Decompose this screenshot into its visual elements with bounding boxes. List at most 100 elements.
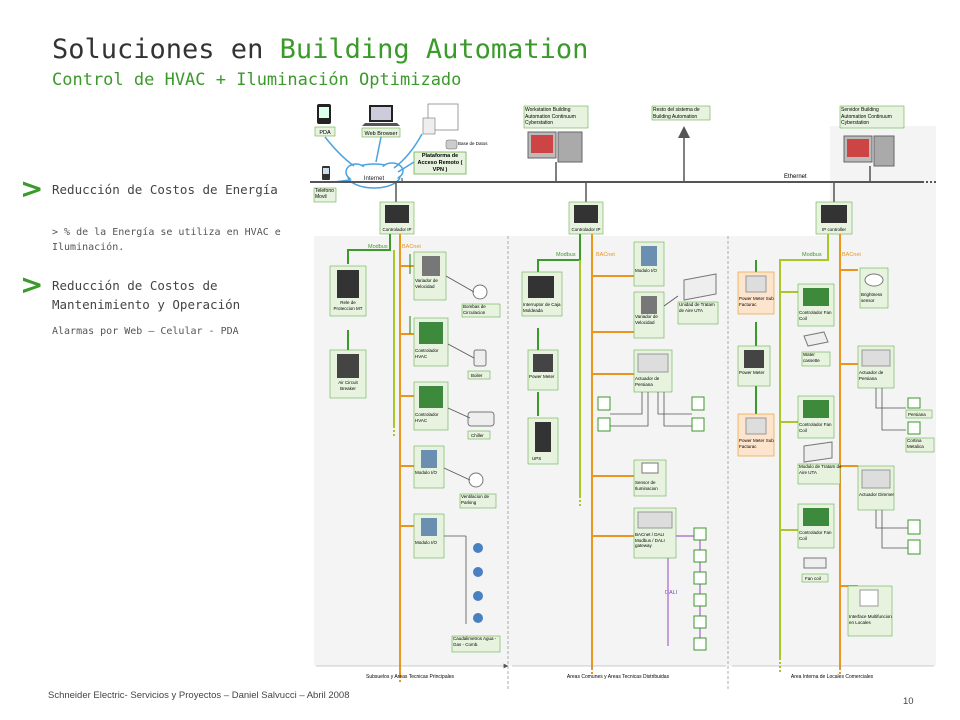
rele-proteccion: Rele de Proteccion MT [329,265,367,317]
brightness-label: Brightness sensor [861,292,883,303]
cortina-metalica: Cortina Metalica [905,421,935,453]
cortina-label: Cortina Metalica [907,438,924,449]
modulo-io-2: Modulo I/O [413,513,445,559]
controller-ip-right: IP controller [815,182,853,235]
controller-label: Controlador IP [382,227,411,232]
uta-label: Unidad de Tratam de Aire UTA [679,302,715,313]
bacnet-label: BACnet [402,244,421,250]
slide-title: Soluciones en Building Automation [52,34,588,65]
actuador-persiana-col3: Actuador de Persiana [857,345,906,431]
bombas-label: Bombas de Circulacion [463,304,486,315]
col1-bus [347,234,414,684]
web-browser-laptop: Web Browser [361,105,401,138]
caudalimetros: Caudalimetros Agua - Gas - Comb. [444,535,501,653]
vpn-platform: Plataforma de Acceso Remoto ( VPN ) [413,151,467,175]
power-meter-sub-1: Power Meter Sub Facturac [737,271,775,315]
ups: UPS [527,417,559,465]
interface-multifuncion: Interface Multifuncion en Locales [847,585,893,637]
uta-col3-label: Modulo de Tratam de Aire UTA [799,464,842,475]
water-cassette: Water cassette [801,331,831,367]
actuador-label: Actuador de Persiana [635,376,660,387]
act-persiana-label: Actuador de Persiana [859,370,884,381]
modulo-io-col2: Modulo I/O [633,241,665,287]
page-number: 10 [903,696,914,707]
bullet-subtext: > % de la Energía se utiliza en HVAC e I… [52,227,281,253]
mobile-phone: Telefono Movil [313,166,337,203]
database-label: Base de Datos [458,141,488,146]
controlador-fancoil-1: Controlador Fan Coil [797,283,835,327]
ventilacion-label: Ventilacion de Parking [461,494,490,505]
controlador-hvac-1: Controlador HVAC [413,317,449,367]
rest-of-system: Resto del sistema de Building Automation [651,105,711,182]
vpn-platform-label: Plataforma de Acceso Remoto ( VPN ) [417,153,463,173]
breaker-label: Air Circuit Breaker [338,380,358,391]
fancoil-label: Controlador Fan Coil [799,530,832,541]
pm-sub-label: Power Meter Sub Facturac [739,438,774,449]
title-highlight: Building Automation [279,34,589,65]
ethernet-label: Ethernet [784,174,807,180]
controlador-fancoil-3: Controlador Fan Coil [797,503,835,549]
hvac-label: Controlador HVAC [415,412,439,423]
persiana: Persiana [905,397,933,419]
brightness-sensor: Brightness sensor [859,267,889,309]
bullet-heading: Reducción de Costos de Mantenimiento y O… [52,278,241,312]
controller-ip-middle: Controlador IP [568,182,604,235]
workstation-label: Workstation Building Automation Continuu… [525,107,576,126]
variador-label: Variador de Velocidad [415,278,438,289]
interruptor-label: Interruptor de Caja Moldeada [523,302,561,313]
controlador-fancoil-2: Controlador Fan Coil [797,395,835,439]
fancoil-label: Controlador Fan Coil [799,422,832,433]
interface-label: Interface Multifuncion en Locales [849,614,892,625]
controlador-hvac-2: Controlador HVAC [413,381,449,431]
phone-label: Telefono Movil [315,188,334,200]
gateway-label: BACnet / DALI Modbus / DALI gateway [635,532,665,548]
chevron-right-icon: > [20,172,44,205]
boiler-label: Boiler [471,373,483,378]
variador-label: Variador de Velocidad [635,314,658,325]
persiana-label: Persiana [908,412,926,417]
server-label: Servidor Building Automation Continuum C… [841,107,892,126]
pm-label: Power Meter [739,370,765,375]
web-browser-label: Web Browser [365,131,398,137]
dimmer-label: Actuador Dimmer [859,492,895,497]
pda-device: PDA [314,104,336,137]
bullet-subtext: Alarmas por Web – Celular - PDA [52,326,239,337]
area-label: Areas Comunes y Areas Tecnicas Distribui… [567,674,670,680]
modbus-label: Modbus [802,252,822,258]
modulo-label: Modulo I/O [635,268,658,273]
rele-label: Rele de Proteccion MT [333,300,363,311]
variador-velocidad-col1: Variador de Velocidad [413,251,447,301]
air-circuit-breaker: Air Circuit Breaker [329,349,367,399]
col2-bus [537,234,701,676]
chiller-label: Chiller [471,433,484,438]
dali-label: DALI [665,590,678,596]
boiler: Boiler [447,343,491,380]
database-label-text: Base de Datos [458,141,488,146]
unidad-uta: Unidad de Tratam de Aire UTA [663,273,719,325]
bullet-heading: Reducción de Costos de Energía [52,182,278,197]
slide-subtitle: Control de HVAC + Iluminación Optimizado [52,70,462,90]
fan-coil-label: Fan coil [805,576,821,581]
persiana-icons-col2 [597,396,705,432]
area-label: Area Interna de Locales Comerciales [791,674,874,680]
bacnet-label: BACnet [596,252,615,258]
sensor-iluminacion: Sensor de Iluminacion [633,459,667,497]
actuador-persiana-col2: Actuador de Persiana [610,349,692,427]
chiller: Chiller [447,407,495,440]
variador-velocidad-col2: Variador de Velocidad [633,291,665,339]
controller-label: Controlador IP [571,227,600,232]
modulo-io-1: Modulo I/O [413,445,445,489]
actuador-dimmer: Actuador Dimmer [857,465,908,549]
water-label: Water cassette [803,352,820,363]
modulo-label: Modulo I/O [415,470,438,475]
title-prefix: Soluciones en [52,34,280,65]
power-meter-col2: Power Meter [527,349,559,391]
ventilacion-parking: Ventilacion de Parking [443,467,497,509]
interruptor-caja: Interruptor de Caja Moldeada [521,271,563,317]
database-server: Base de Datos [422,103,488,150]
dali-gateway: BACnet / DALI Modbus / DALI gateway [633,507,677,559]
hvac-label: Controlador HVAC [415,348,439,359]
modulo-label: Modulo I/O [415,540,438,545]
pm-sub-label: Power Meter Sub Facturac [739,296,774,307]
caudalimetros-label: Caudalimetros Agua - Gas - Comb. [453,636,497,647]
